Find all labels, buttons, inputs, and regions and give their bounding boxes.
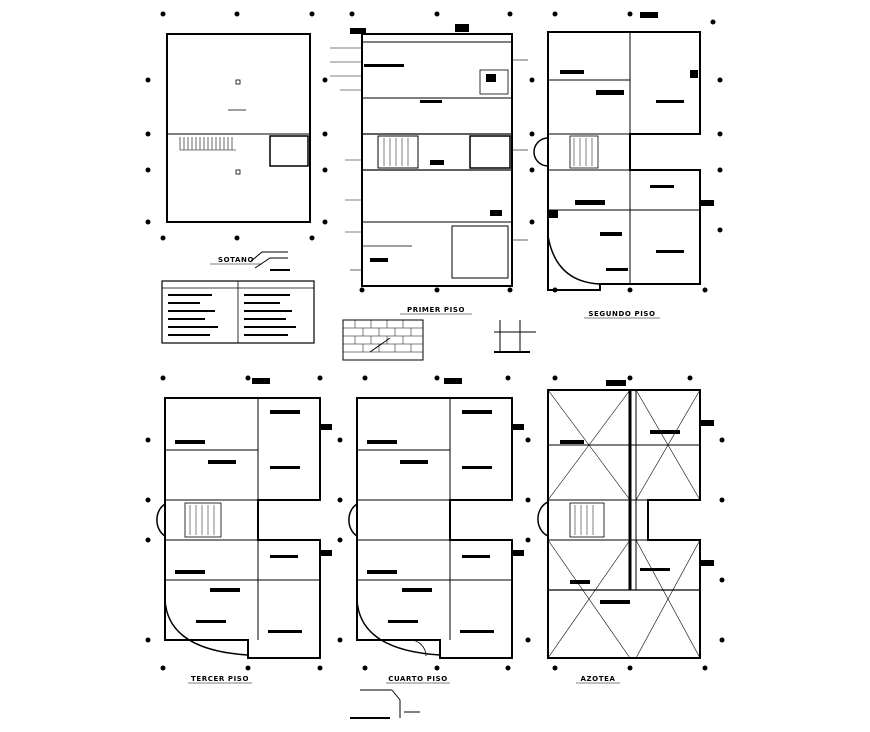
legend-table [161, 280, 315, 344]
plan-primer-piso [330, 24, 528, 287]
title-primer-piso: PRIMER PISO [407, 306, 465, 314]
title-segundo-piso: SEGUNDO PISO [588, 310, 655, 318]
wall-hatch-detail [342, 319, 424, 361]
plan-sotano [166, 33, 311, 223]
title-azotea: AZOTEA [580, 675, 615, 683]
plan-azotea [537, 380, 714, 659]
bottom-pipe-detail [350, 689, 420, 719]
pipe-detail [494, 320, 536, 353]
title-sotano: SOTANO [218, 256, 254, 264]
plan-titles: SOTANO PRIMER PISO SEGUNDO PISO TERCER P… [188, 256, 660, 684]
grid-bubbles [145, 11, 725, 671]
plan-cuarto-piso [348, 378, 524, 659]
plan-tercer-piso [156, 378, 332, 659]
plan-segundo-piso [533, 12, 714, 291]
stair-detail [249, 251, 290, 271]
title-tercer-piso: TERCER PISO [191, 675, 249, 683]
title-cuarto-piso: CUARTO PISO [388, 675, 448, 683]
